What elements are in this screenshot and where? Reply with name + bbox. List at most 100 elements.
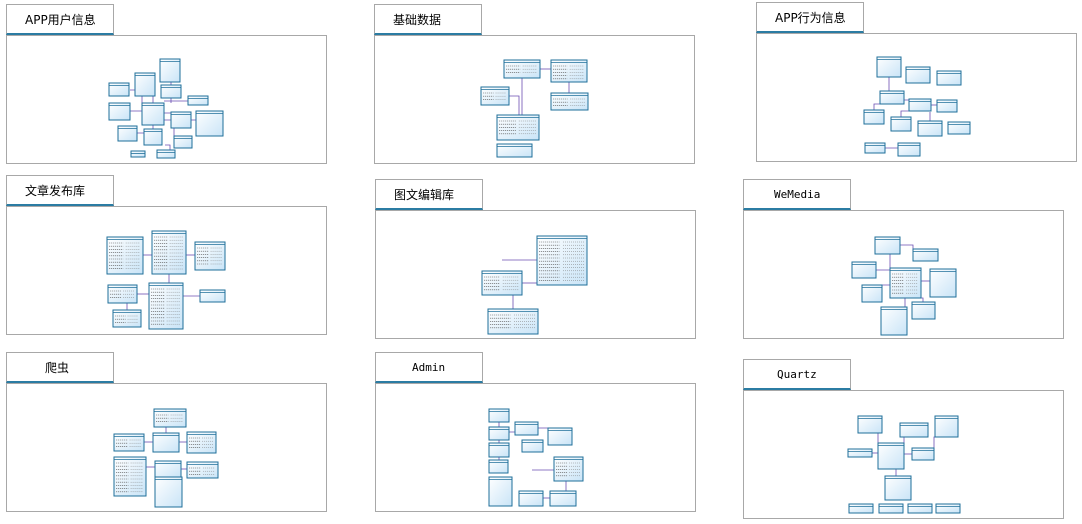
relation-line	[164, 112, 172, 118]
entity-table	[911, 301, 936, 320]
entity-table	[863, 109, 885, 125]
entity-table	[159, 58, 181, 83]
entity-table	[151, 230, 187, 275]
entity-table	[880, 306, 908, 336]
entity-table	[897, 142, 921, 157]
entity-table	[917, 120, 943, 137]
tab-crawler[interactable]: 爬虫	[6, 352, 114, 383]
entity-table	[936, 99, 958, 113]
tab-app-behavior[interactable]: APP行为信息	[756, 2, 864, 33]
relation-line	[870, 432, 879, 449]
entity-table	[861, 284, 883, 303]
entity-table	[106, 236, 144, 275]
entity-table	[194, 241, 226, 271]
relation-line	[509, 95, 520, 115]
entity-table	[160, 84, 182, 99]
entity-table	[905, 66, 931, 84]
relation-line	[900, 110, 909, 117]
entity-table	[481, 270, 523, 296]
entity-table	[929, 268, 957, 298]
entity-table	[152, 432, 180, 453]
entity-table	[187, 95, 209, 106]
entity-table	[936, 70, 962, 86]
entity-table	[547, 427, 573, 446]
entity-table	[879, 90, 905, 105]
entity-table	[934, 415, 959, 438]
entity-table	[876, 56, 902, 78]
entity-table	[488, 442, 510, 458]
entity-table	[480, 86, 510, 106]
entity-table	[874, 236, 901, 255]
entity-table	[108, 82, 130, 97]
tab-label: WeMedia	[774, 187, 821, 201]
diagram-panel-app-user[interactable]	[6, 35, 327, 164]
entity-table	[141, 102, 165, 126]
entity-table	[170, 111, 192, 129]
entity-table	[884, 475, 912, 501]
entity-table	[877, 442, 905, 470]
relation-line	[900, 244, 914, 254]
entity-table	[113, 433, 145, 452]
entity-table	[878, 503, 904, 514]
entity-table	[113, 456, 147, 497]
entity-table	[199, 289, 226, 303]
tab-label: Admin	[412, 360, 446, 374]
relation-line	[876, 269, 891, 278]
tab-label: 文章发布库	[25, 183, 86, 198]
entity-table	[514, 421, 539, 436]
entity-table	[488, 408, 510, 423]
entity-table	[912, 248, 939, 262]
entity-table	[847, 448, 873, 458]
entity-table	[907, 503, 933, 514]
entity-table	[518, 490, 544, 507]
tab-wemedia[interactable]: WeMedia	[743, 179, 851, 210]
entity-table	[487, 308, 539, 335]
entity-table	[496, 143, 533, 158]
tab-label: APP行为信息	[775, 10, 846, 25]
entity-table	[935, 503, 961, 514]
entity-table	[148, 282, 184, 330]
entity-table	[488, 426, 510, 441]
entity-table	[857, 415, 883, 434]
tab-label: Quartz	[777, 367, 817, 381]
diagram-panel-base-data[interactable]	[374, 35, 695, 164]
tab-article[interactable]: 文章发布库	[6, 175, 114, 206]
entity-table	[488, 476, 513, 507]
relation-line	[921, 297, 924, 302]
entity-table	[107, 284, 138, 304]
relation-line	[538, 427, 549, 434]
relation-line	[510, 294, 514, 309]
relation-line	[509, 428, 516, 433]
entity-table	[848, 503, 874, 514]
entity-table	[550, 92, 589, 111]
entity-table	[154, 476, 183, 508]
entity-table	[899, 422, 929, 438]
tab-base-data[interactable]: 基础数据	[374, 4, 482, 35]
entity-table	[890, 116, 912, 132]
entity-table	[173, 135, 193, 149]
tab-quartz[interactable]: Quartz	[743, 359, 851, 390]
relation-line	[933, 436, 940, 450]
entity-table	[186, 431, 217, 454]
tab-label: APP用户信息	[25, 12, 96, 27]
entity-table	[851, 261, 877, 279]
tab-graphic-edit[interactable]: 图文编辑库	[375, 179, 483, 210]
tab-admin[interactable]: Admin	[375, 352, 483, 383]
entity-table	[117, 125, 138, 142]
diagram-panel-app-behavior[interactable]	[756, 33, 1077, 162]
relation-line	[532, 469, 555, 471]
entity-table	[153, 408, 187, 428]
entity-table	[154, 460, 182, 478]
entity-table	[911, 447, 935, 461]
entity-table	[496, 114, 540, 141]
entity-table	[156, 149, 176, 159]
tab-label: 基础数据	[393, 12, 442, 27]
entity-table	[947, 121, 971, 135]
entity-table	[503, 59, 541, 79]
entity-table	[112, 309, 142, 328]
entity-table	[908, 98, 932, 112]
entity-table	[550, 59, 588, 83]
tab-app-user[interactable]: APP用户信息	[6, 4, 114, 35]
entity-table	[549, 490, 577, 507]
